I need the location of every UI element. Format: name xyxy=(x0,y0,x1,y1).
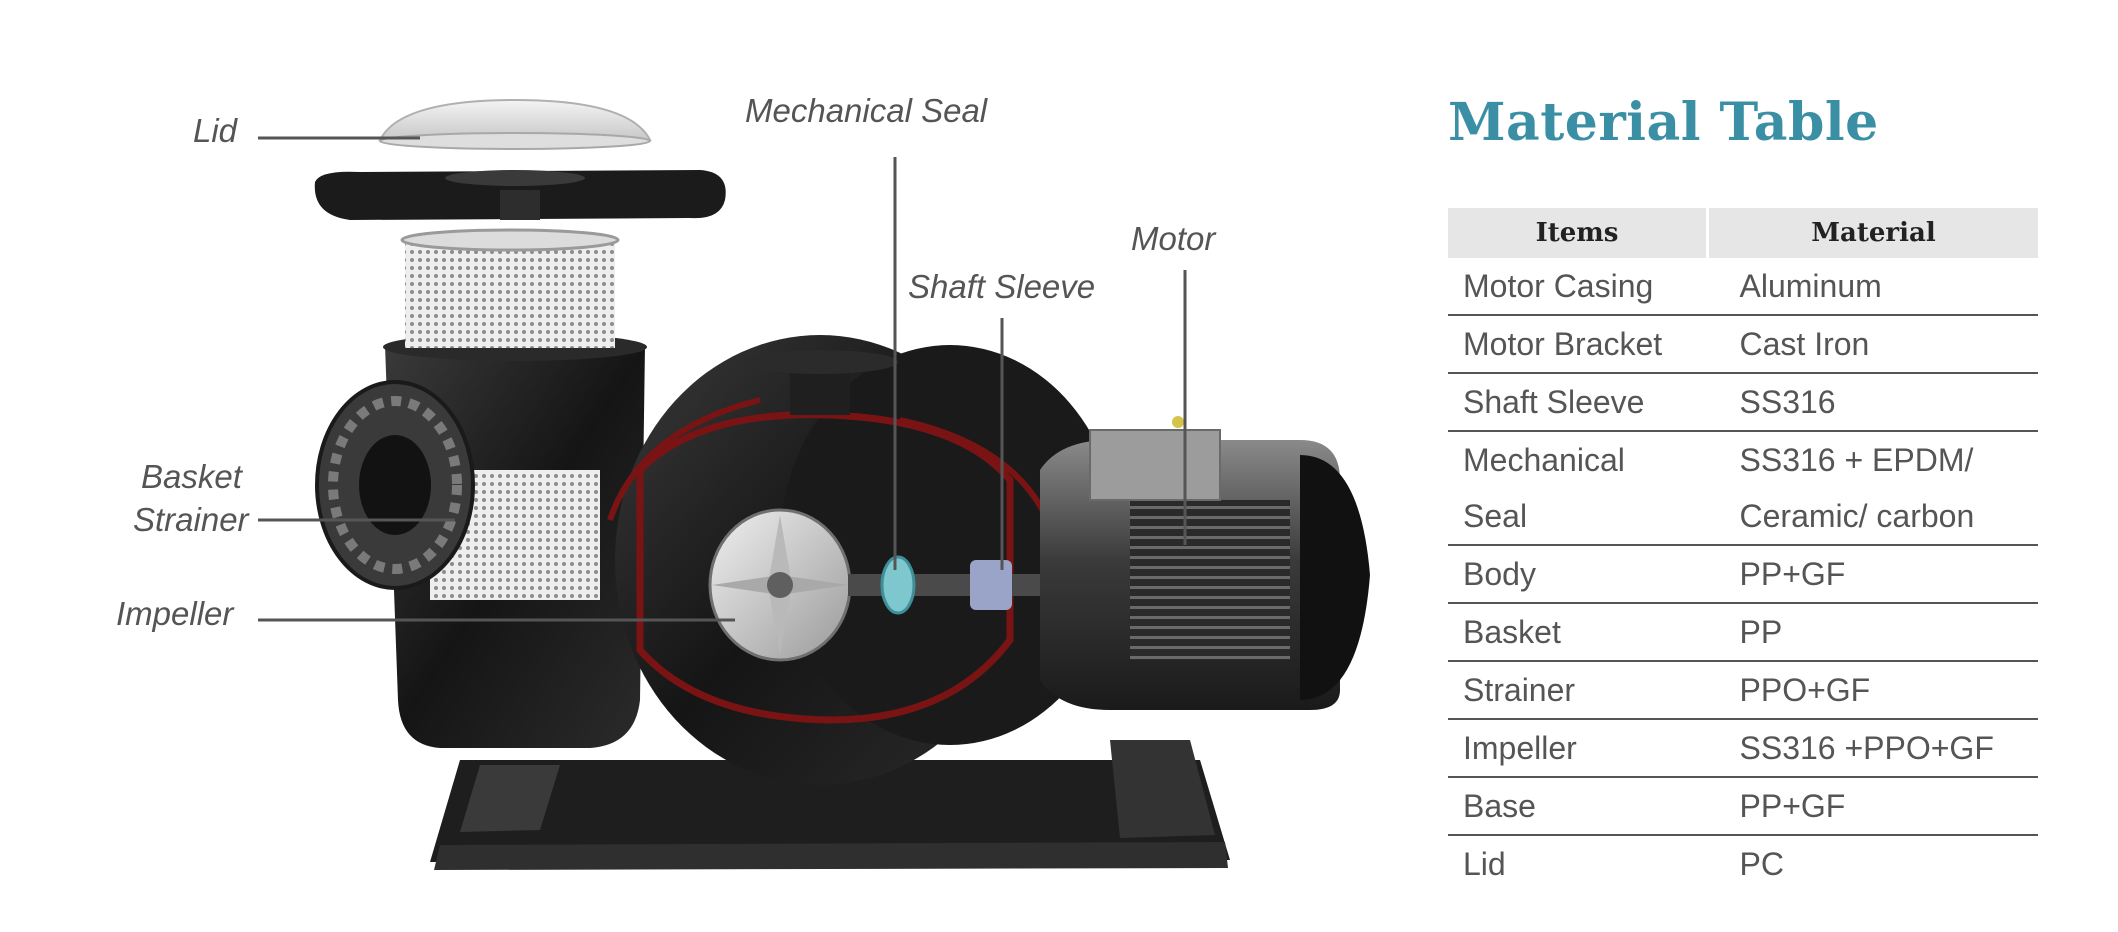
cell-item: Base xyxy=(1448,777,1708,836)
cell-item: Motor Bracket xyxy=(1448,315,1708,374)
pump-base xyxy=(430,740,1230,870)
cell-item-text: Base xyxy=(1463,788,1536,824)
cell-material: PC xyxy=(1708,835,2039,892)
pump-illustration xyxy=(258,98,1370,870)
cell-item: Strainer xyxy=(1448,661,1708,720)
label-impeller: Impeller xyxy=(116,595,234,632)
cell-item: Shaft Sleeve xyxy=(1448,373,1708,432)
cell-material-text: PP+GF xyxy=(1739,788,1846,824)
cell-material-text: Cast Iron xyxy=(1739,326,1870,362)
cell-material-text: PP xyxy=(1739,614,1783,650)
table-row: Motor Casing Aluminum xyxy=(1448,258,2038,316)
label-strainer: Strainer xyxy=(133,501,249,538)
cell-item-text: Strainer xyxy=(1463,672,1576,708)
label-basket: Basket xyxy=(141,458,242,495)
cell-material: PP+GF xyxy=(1707,545,2038,604)
table-row: Motor Bracket Cast Iron xyxy=(1448,315,2038,374)
cell-item: Body xyxy=(1448,545,1708,604)
cell-item-text: Body xyxy=(1463,556,1536,592)
motor-terminal-box xyxy=(1089,429,1221,501)
shaft-and-seal xyxy=(848,555,1048,615)
table-header-row: Items Material xyxy=(1448,208,2038,258)
table-row: Lid PC xyxy=(1448,835,2038,892)
cell-material: SS316 + EPDM/Ceramic/ carbon xyxy=(1707,431,2038,546)
cell-item: Impeller xyxy=(1448,719,1708,778)
table-row: Body PP+GF xyxy=(1448,545,2038,604)
label-motor: Motor xyxy=(1131,220,1216,257)
table-row: Base PP+GF xyxy=(1448,777,2038,836)
cell-material: SS316 +PPO+GF xyxy=(1707,719,2038,778)
cell-item: Lid xyxy=(1448,835,1708,892)
material-table-title: Material Table xyxy=(1448,92,1879,153)
lid xyxy=(378,98,652,150)
cell-material: SS316 xyxy=(1707,373,2038,432)
label-shaft-sleeve: Shaft Sleeve xyxy=(908,268,1096,305)
table-row: Strainer PPO+GF xyxy=(1448,661,2038,720)
cell-material-text: PP+GF xyxy=(1739,556,1846,592)
cell-material: PP+GF xyxy=(1707,777,2038,836)
cell-material-text: SS316 xyxy=(1739,384,1836,420)
cell-item: Motor Casing xyxy=(1448,258,1708,316)
table-row: Shaft Sleeve SS316 xyxy=(1448,373,2038,432)
impeller xyxy=(708,508,852,662)
table-row: Basket PP xyxy=(1448,603,2038,662)
cell-item-text: Shaft Sleeve xyxy=(1463,384,1645,420)
leader-lines xyxy=(258,136,1187,622)
cell-material: PPO+GF xyxy=(1707,661,2038,720)
cell-material-text: SS316 + EPDM/ xyxy=(1739,442,1974,478)
cell-item: Basket xyxy=(1448,603,1708,662)
basket xyxy=(400,228,620,348)
shaft-sleeve-part xyxy=(970,560,1012,610)
cell-item-text: Basket xyxy=(1463,614,1561,650)
cell-material-text: PPO+GF xyxy=(1739,672,1871,708)
cell-item-text: Motor Bracket xyxy=(1463,326,1663,362)
cell-material-text: Ceramic/ carbon xyxy=(1739,498,1975,534)
cell-material: Aluminum xyxy=(1707,258,2038,316)
mechanical-seal-part xyxy=(880,555,916,615)
cell-material: PP xyxy=(1707,603,2038,662)
table-row: Impeller SS316 +PPO+GF xyxy=(1448,719,2038,778)
label-lid: Lid xyxy=(193,112,238,149)
cell-material-text: SS316 +PPO+GF xyxy=(1739,730,1994,766)
cell-item-text: Mechanical xyxy=(1463,442,1625,478)
header-material: Material xyxy=(1707,208,2038,258)
cell-material-text: PC xyxy=(1739,846,1784,882)
label-mechanical-seal: Mechanical Seal xyxy=(745,92,988,129)
cell-item-text: Motor Casing xyxy=(1463,268,1654,304)
cell-material-text: Aluminum xyxy=(1739,268,1882,304)
pump-cutaway-diagram: Lid Mechanical Seal Motor Shaft Sleeve B… xyxy=(116,92,1370,870)
cell-material: Cast Iron xyxy=(1707,315,2038,374)
header-items: Items xyxy=(1448,208,1709,258)
cell-item-text: Seal xyxy=(1463,498,1528,534)
cell-item-text: Lid xyxy=(1463,846,1506,882)
lid-clamp-ring xyxy=(314,170,726,220)
inlet-flange xyxy=(315,380,475,590)
motor xyxy=(1040,416,1370,710)
cell-item-text: Impeller xyxy=(1463,730,1577,766)
